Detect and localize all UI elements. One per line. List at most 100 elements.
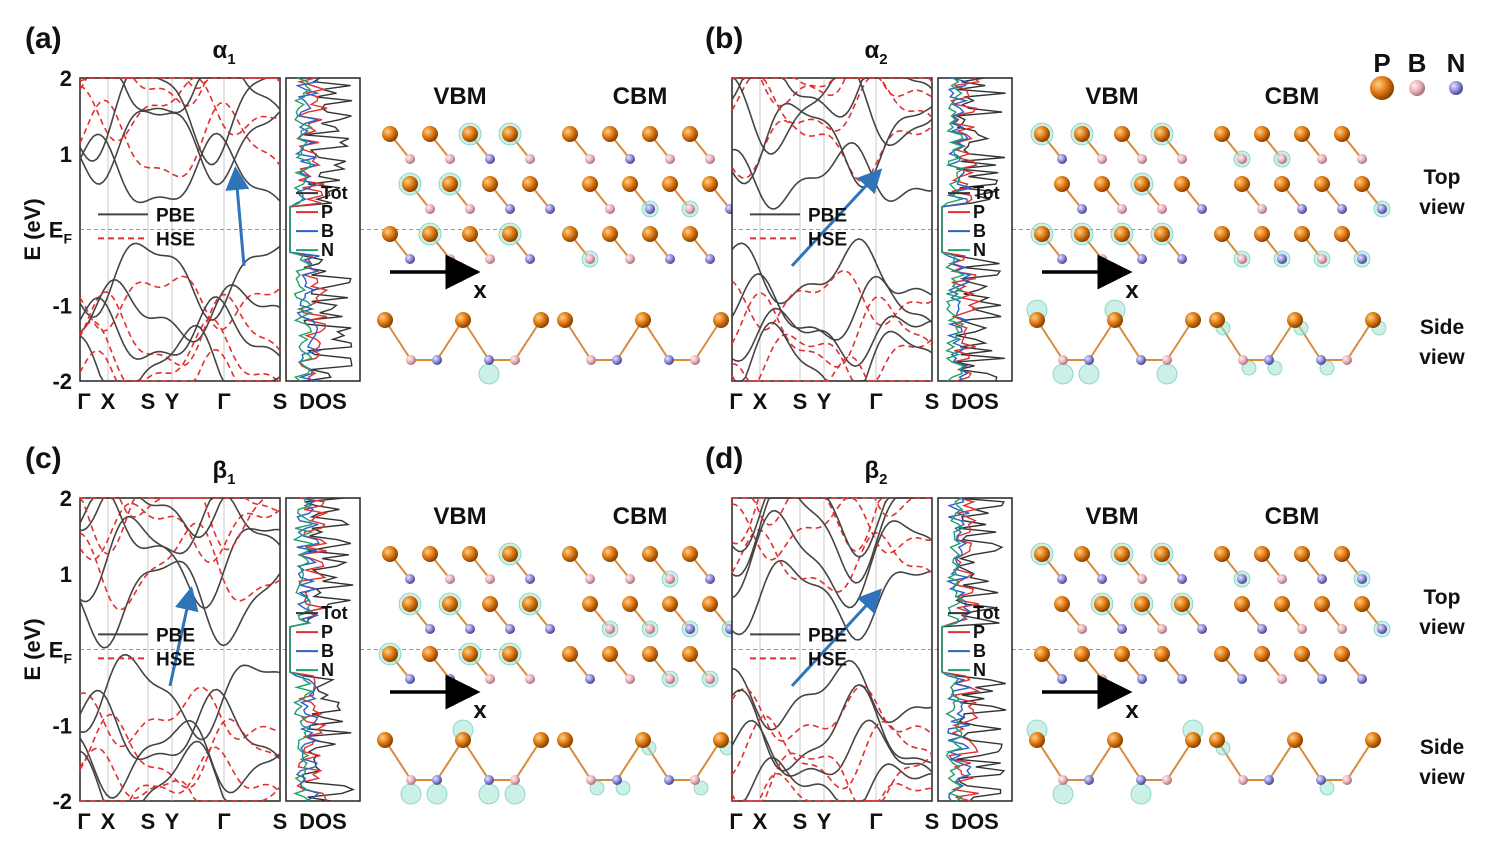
atom-p xyxy=(1114,126,1130,142)
atom-p xyxy=(1154,226,1170,242)
atom-p xyxy=(702,176,718,192)
atom-p xyxy=(1134,176,1150,192)
atom-n xyxy=(1177,674,1187,684)
atom-b xyxy=(405,154,415,164)
atom-p xyxy=(1209,732,1225,748)
pbe-legend-label: PBE xyxy=(808,205,847,226)
isosurface-lobe xyxy=(589,780,605,796)
atom-n xyxy=(1097,574,1107,584)
pbe-legend-label: PBE xyxy=(156,205,195,226)
atom-p xyxy=(1074,646,1090,662)
atom-p xyxy=(602,546,618,562)
atom-p xyxy=(1294,226,1310,242)
hse-legend-label: HSE xyxy=(156,229,195,250)
atom-p xyxy=(482,176,498,192)
dos-legend-label: P xyxy=(973,622,985,642)
dos-legend-label: Tot xyxy=(973,183,1000,203)
atom-n xyxy=(665,254,675,264)
cbm-top-view xyxy=(1214,546,1391,684)
atom-p xyxy=(1294,646,1310,662)
atom-b xyxy=(1117,204,1127,214)
vbm-side-view xyxy=(1026,719,1204,805)
atom-n xyxy=(1084,775,1094,785)
atom-b xyxy=(685,204,695,214)
top-view-label-2: view xyxy=(1419,616,1465,639)
atom-p xyxy=(422,646,438,662)
atom-p xyxy=(1287,312,1303,328)
atom-p xyxy=(1334,646,1350,662)
atom-b xyxy=(665,574,675,584)
atom-n xyxy=(685,624,695,634)
atom-p xyxy=(1029,312,1045,328)
atom-p xyxy=(713,312,729,328)
atom-n xyxy=(405,574,415,584)
atom-p xyxy=(1054,596,1070,612)
top-view-label-1: Top xyxy=(1424,166,1461,189)
atom-n xyxy=(1197,204,1207,214)
hse-valence-band xyxy=(732,772,933,802)
hse-valence-band xyxy=(731,752,933,802)
atom-b xyxy=(510,355,520,365)
kpoint-label: Γ xyxy=(77,389,90,414)
atom-n xyxy=(705,574,715,584)
atom-p xyxy=(502,226,518,242)
pbe-conduction-band xyxy=(731,559,933,641)
atom-b xyxy=(1257,204,1267,214)
atom-b xyxy=(1077,624,1087,634)
atom-p xyxy=(1254,546,1270,562)
cbm-label: CBM xyxy=(613,503,668,530)
atom-p xyxy=(462,226,478,242)
atom-p xyxy=(622,176,638,192)
atom-n xyxy=(1297,204,1307,214)
atom-b xyxy=(1097,254,1107,264)
dos-axis-label: DOS xyxy=(951,389,999,414)
atom-p xyxy=(562,126,578,142)
atom-b xyxy=(1097,674,1107,684)
isosurface-lobe xyxy=(1241,360,1257,376)
hse-legend-label: HSE xyxy=(156,649,195,670)
atom-n xyxy=(1057,254,1067,264)
atom-p xyxy=(1074,546,1090,562)
atom-legend: P B N xyxy=(1370,48,1465,100)
pbe-valence-band xyxy=(731,273,933,341)
atom-p xyxy=(1074,226,1090,242)
atom-b xyxy=(1317,154,1327,164)
hse-valence-band xyxy=(731,333,933,382)
atom-b xyxy=(605,204,615,214)
atom-n xyxy=(1177,574,1187,584)
atom-p xyxy=(1029,732,1045,748)
atom-b xyxy=(445,154,455,164)
dos-axis-label: DOS xyxy=(299,389,347,414)
isosurface-lobe xyxy=(478,363,500,385)
atom-p xyxy=(1334,546,1350,562)
atom-p xyxy=(1209,312,1225,328)
atom-p xyxy=(1114,646,1130,662)
dos-curve-n xyxy=(289,497,315,802)
atom-n xyxy=(1137,674,1147,684)
atom-b xyxy=(1342,775,1352,785)
band-lines xyxy=(79,77,281,382)
atom-p xyxy=(1354,176,1370,192)
kpoint-label: X xyxy=(101,389,116,414)
kpoint-label: Γ xyxy=(869,389,882,414)
atom-b xyxy=(585,254,595,264)
atom-p xyxy=(682,226,698,242)
atom-p xyxy=(642,546,658,562)
atom-p xyxy=(1334,126,1350,142)
atom-n xyxy=(465,624,475,634)
atom-n xyxy=(612,775,622,785)
hse-valence-band xyxy=(731,685,933,742)
pbe-valence-band xyxy=(732,321,933,382)
atom-n xyxy=(1317,674,1327,684)
atom-p xyxy=(402,176,418,192)
dos-legend-label: P xyxy=(321,622,333,642)
dos-legend-label: N xyxy=(973,240,986,260)
kpoint-label: Γ xyxy=(77,809,90,834)
isosurface-lobe xyxy=(400,783,422,805)
atom-p xyxy=(1274,596,1290,612)
hse-legend-label: HSE xyxy=(808,229,847,250)
atom-n xyxy=(484,355,494,365)
atom-n xyxy=(445,674,455,684)
